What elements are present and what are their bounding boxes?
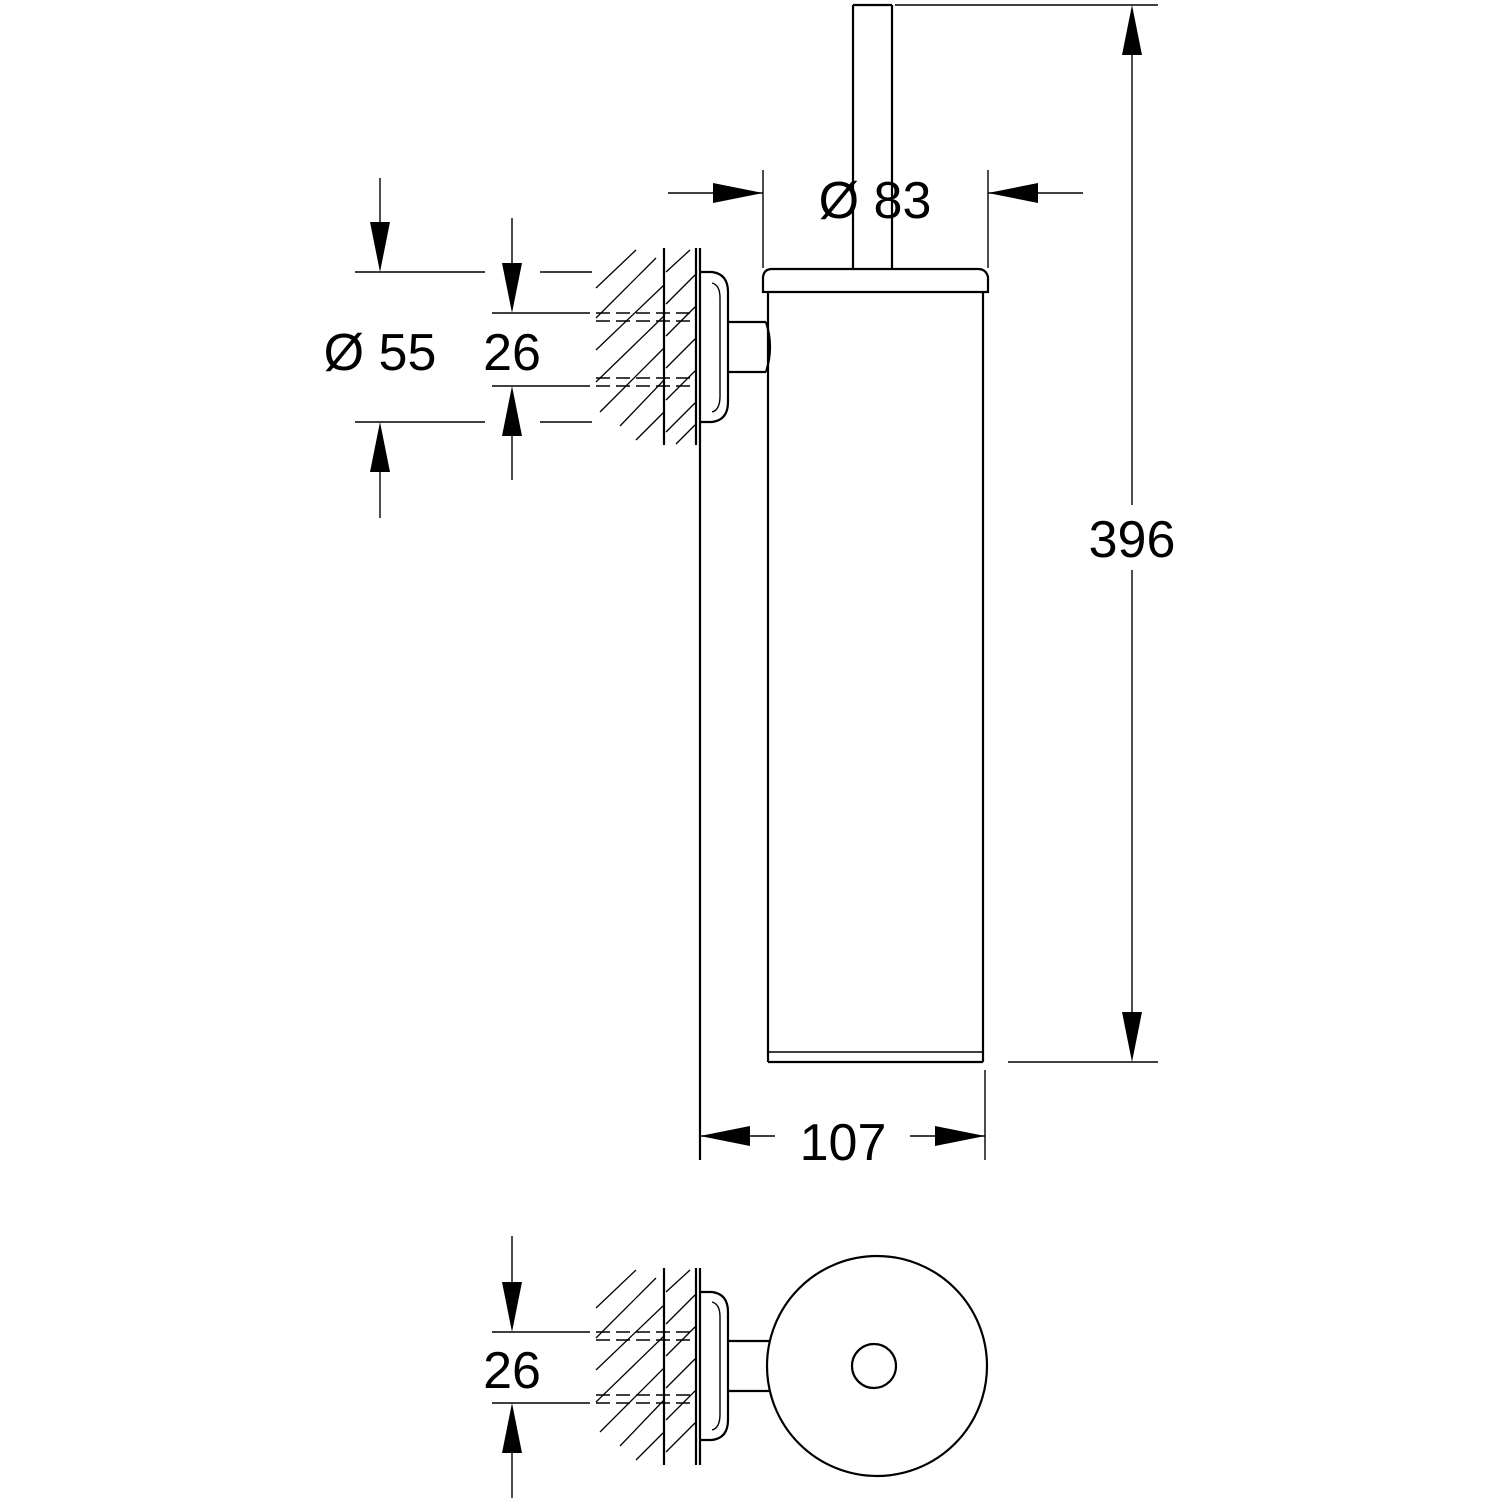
dim-total-height: 396 bbox=[895, 4, 1176, 1063]
dim-depth: 107 bbox=[700, 1070, 986, 1172]
cup-top-circle bbox=[765, 1254, 989, 1478]
dim-label-total-height: 396 bbox=[1089, 511, 1176, 569]
dim-diameter-cup: Ø 83 bbox=[668, 170, 1083, 268]
top-screw-hidden-lines bbox=[596, 1331, 696, 1404]
dim-label-diameter-cup: Ø 83 bbox=[819, 172, 932, 230]
dim-label-arm-height: 26 bbox=[483, 324, 541, 382]
top-wall-section bbox=[595, 1268, 698, 1465]
side-view: Ø 83 396 107 Ø bbox=[324, 3, 1176, 1172]
dim-diameter-wall-plate: Ø 55 bbox=[324, 178, 485, 518]
wall-section bbox=[595, 248, 698, 445]
wall-hatch bbox=[595, 249, 697, 445]
top-wall-hatch bbox=[595, 1269, 697, 1461]
dim-label-arm-height-top: 26 bbox=[483, 1342, 541, 1400]
holder-cup bbox=[766, 292, 985, 1064]
screw-hidden-lines bbox=[596, 312, 696, 387]
brush-handle bbox=[851, 3, 894, 270]
top-wall-rosette bbox=[698, 1268, 730, 1465]
holder-arm bbox=[728, 320, 772, 374]
handle-top-circle bbox=[850, 1342, 898, 1390]
dim-label-depth: 107 bbox=[800, 1114, 887, 1172]
top-view: 26 bbox=[483, 1236, 989, 1498]
dim-arm-height: 26 bbox=[483, 218, 592, 480]
dim-arm-height-top: 26 bbox=[483, 1236, 590, 1498]
holder-lid bbox=[761, 267, 990, 294]
wall-rosette bbox=[698, 248, 730, 1160]
top-arm bbox=[728, 1339, 770, 1393]
dim-label-diameter-wall-plate: Ø 55 bbox=[324, 324, 437, 382]
